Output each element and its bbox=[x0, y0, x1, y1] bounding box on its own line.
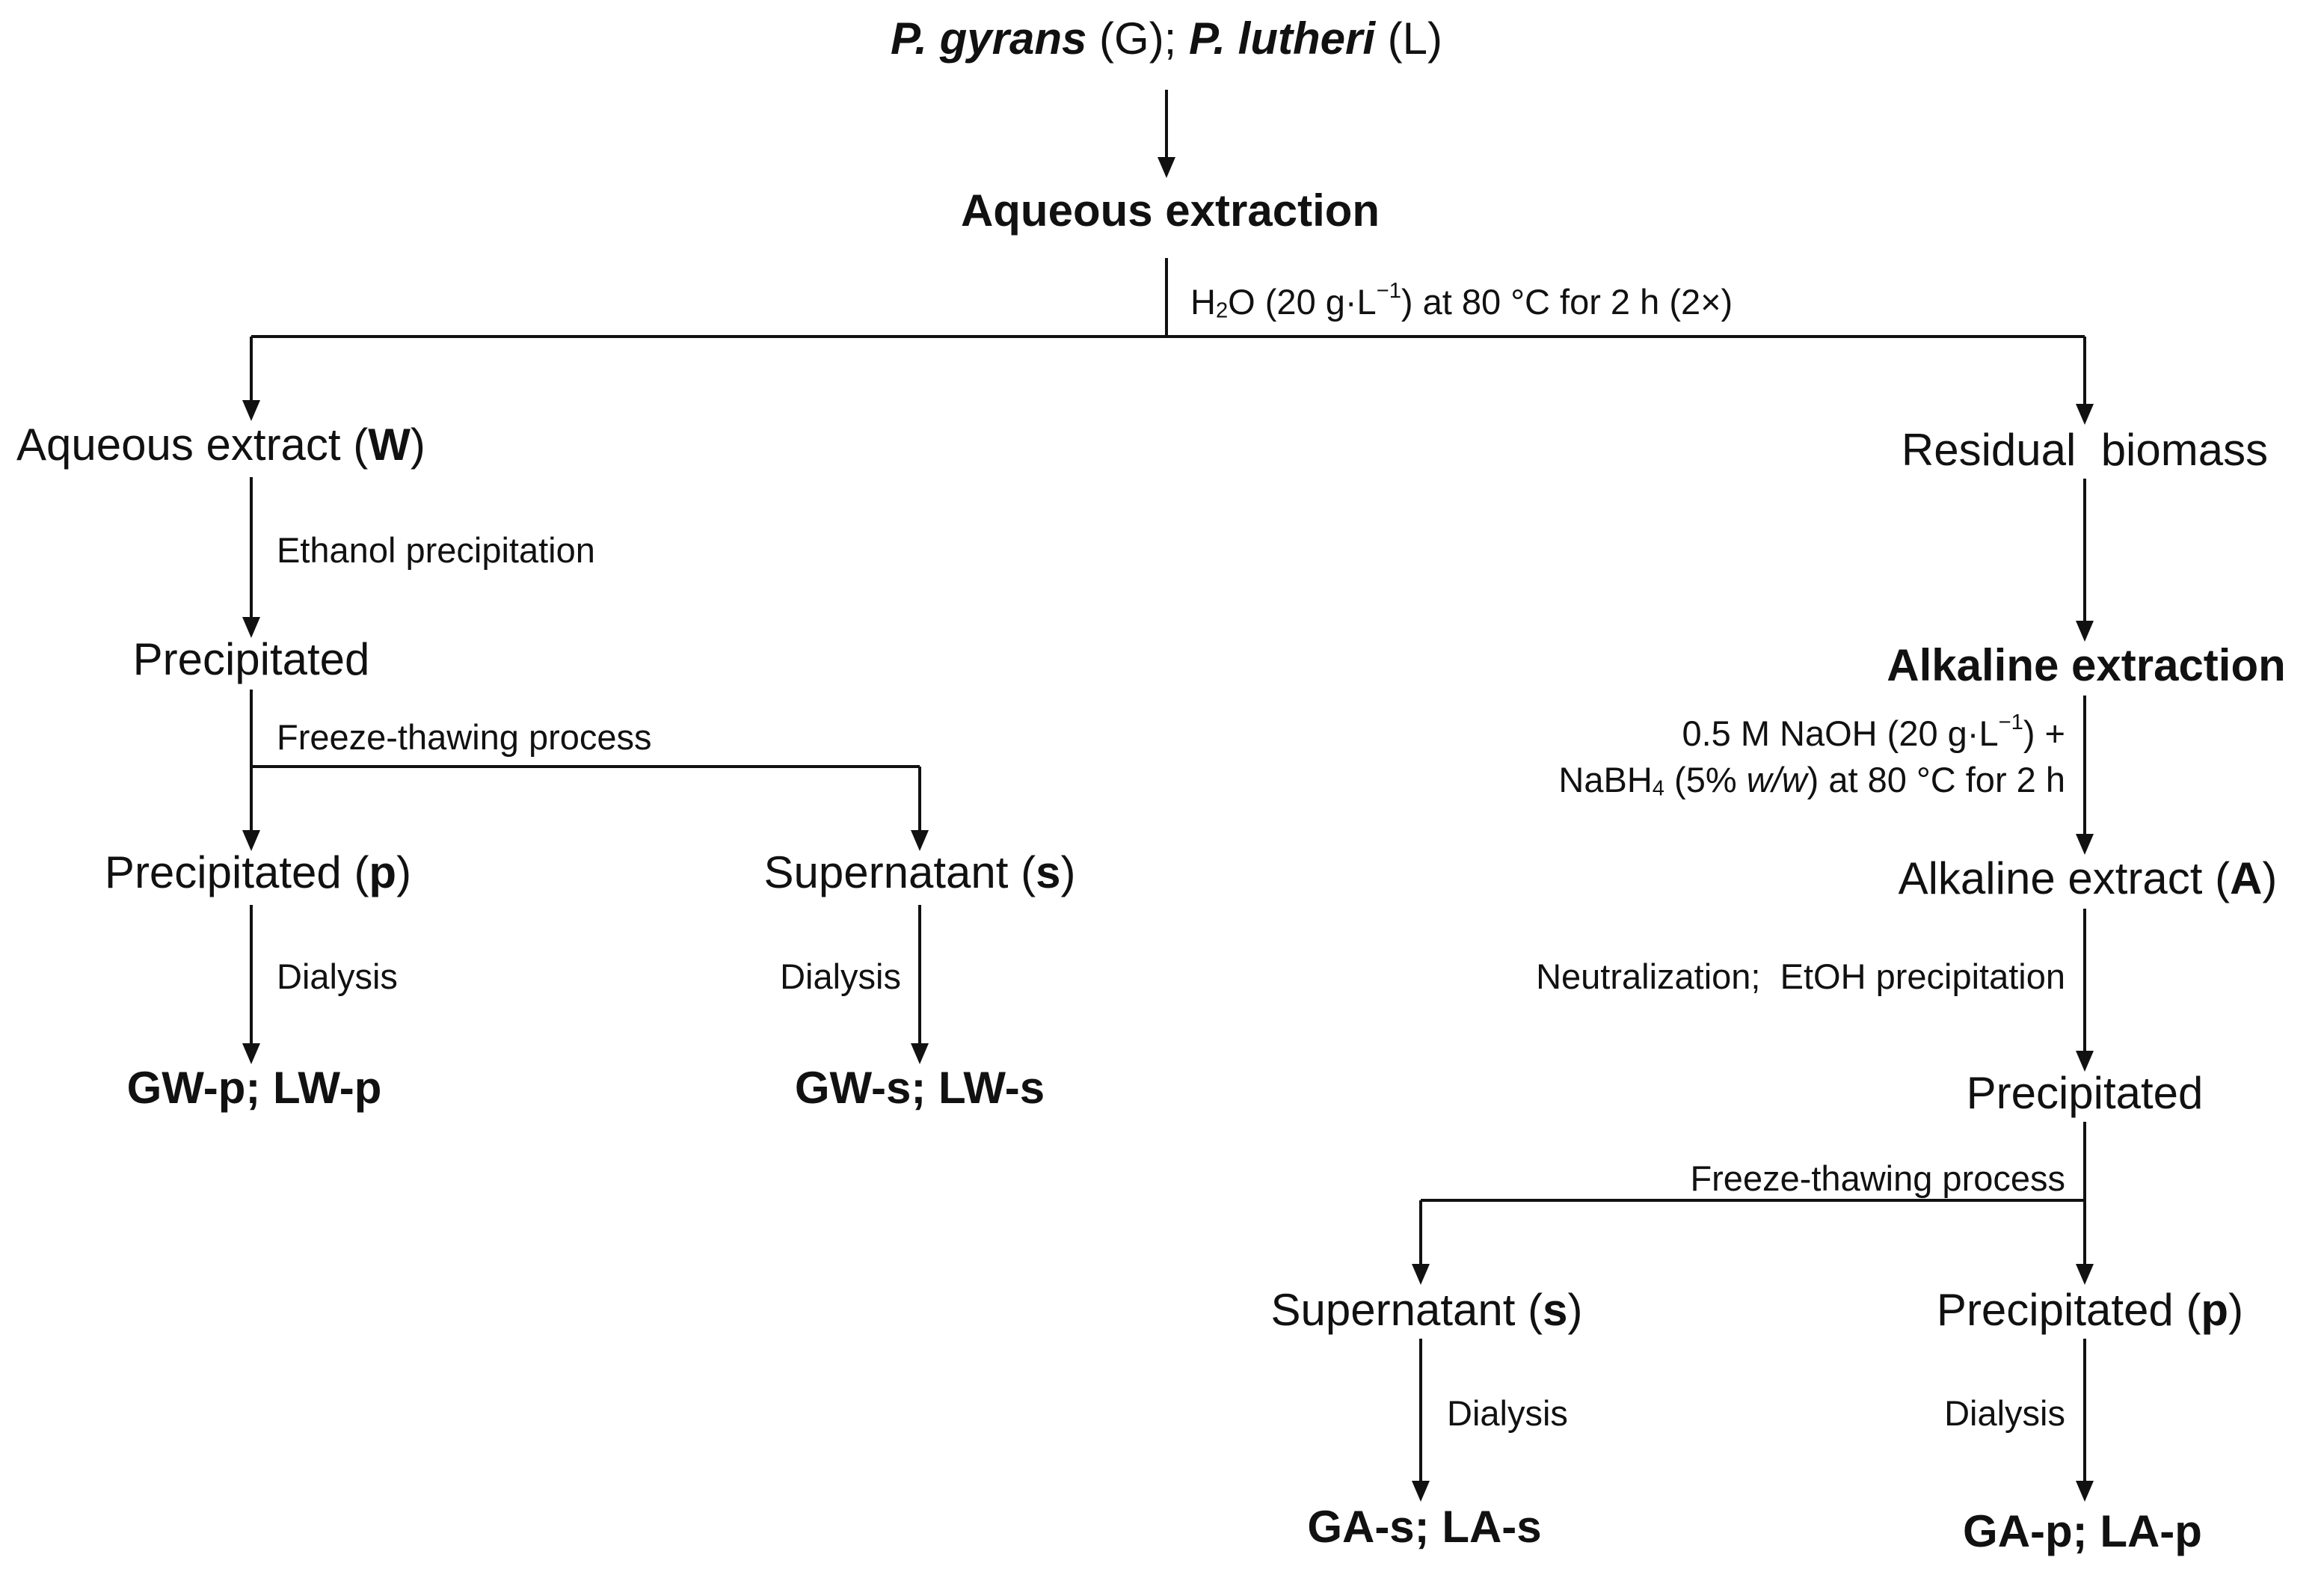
source-organisms: P. gyrans (G); P. lutheri (L) bbox=[890, 13, 1443, 64]
a-precipitated-node: Precipitated (p) bbox=[1936, 1285, 2244, 1335]
neutralization-step: Neutralization; EtOH precipitation bbox=[1536, 957, 2065, 996]
product-ga-p: GA-p; LA-p bbox=[1963, 1506, 2202, 1556]
freeze-thaw-a-step: Freeze-thawing process bbox=[1690, 1158, 2065, 1198]
species-1-name: P. gyrans bbox=[890, 13, 1087, 64]
arrowhead-to-product-gw-p bbox=[242, 1043, 260, 1064]
aqueous-extraction-conditions: H2O (20 g·L−1) at 80 °C for 2 h (2×) bbox=[1190, 279, 1733, 323]
arrowhead-to-precipitated-w bbox=[242, 617, 260, 638]
ethanol-precipitation-step: Ethanol precipitation bbox=[277, 530, 595, 570]
dialysis-step-gw-p: Dialysis bbox=[277, 957, 398, 996]
aqueous-extract-node: Aqueous extract (W) bbox=[16, 420, 425, 470]
precipitated-w-node: Precipitated bbox=[132, 634, 370, 684]
product-gw-p: GW-p; LW-p bbox=[126, 1063, 382, 1113]
arrowhead-to-alkaline-extraction bbox=[2076, 621, 2094, 642]
product-gw-s: GW-s; LW-s bbox=[794, 1063, 1045, 1113]
arrowhead-to-product-gw-s bbox=[911, 1043, 929, 1064]
species-2-name: P. lutheri bbox=[1189, 13, 1375, 64]
alkaline-extraction-label: Alkaline extraction bbox=[1887, 640, 2286, 690]
arrowhead-to-product-ga-s bbox=[1412, 1481, 1430, 1502]
alkaline-extract-code: A bbox=[2230, 853, 2263, 903]
arrowhead-to-alkaline-extract bbox=[2076, 834, 2094, 855]
residual-biomass-node: Residual biomass bbox=[1901, 425, 2269, 475]
w-supernatant-node: Supernatant (s) bbox=[763, 847, 1076, 897]
freeze-thaw-w-step: Freeze-thawing process bbox=[277, 717, 652, 757]
dialysis-step-gw-s: Dialysis bbox=[780, 957, 901, 996]
dialysis-step-ga-s: Dialysis bbox=[1447, 1393, 1568, 1433]
alkaline-extract-node: Alkaline extract (A) bbox=[1898, 853, 2278, 903]
arrowheads bbox=[242, 157, 2094, 1502]
arrowhead-to-product-ga-p bbox=[2076, 1481, 2094, 1502]
arrowhead-to-a-supernatant bbox=[1412, 1264, 1430, 1285]
w-precipitated-node: Precipitated (p) bbox=[104, 847, 412, 897]
species-2-code: L bbox=[1402, 13, 1428, 64]
a-supernatant-node: Supernatant (s) bbox=[1270, 1285, 1583, 1335]
arrowhead-source-to-aqueous bbox=[1158, 157, 1175, 178]
aqueous-extraction-label: Aqueous extraction bbox=[960, 185, 1380, 236]
species-1-code: G bbox=[1114, 13, 1149, 64]
alkaline-extraction-conditions: 0.5 M NaOH (20 g·L−1) + NaBH4 (5% w/w) a… bbox=[1558, 710, 2065, 801]
product-ga-s: GA-s; LA-s bbox=[1307, 1502, 1542, 1552]
arrowhead-to-precipitated-a bbox=[2076, 1051, 2094, 1072]
arrowhead-to-w-precipitated bbox=[242, 830, 260, 851]
aqueous-extract-code: W bbox=[368, 420, 411, 470]
arrowhead-to-a-precipitated bbox=[2076, 1264, 2094, 1285]
arrowhead-to-aqueous-extract bbox=[242, 400, 260, 421]
precipitated-a-node: Precipitated bbox=[1966, 1068, 2204, 1118]
arrowhead-to-residual-biomass bbox=[2076, 404, 2094, 425]
arrowhead-to-w-supernatant bbox=[911, 830, 929, 851]
dialysis-step-ga-p: Dialysis bbox=[1944, 1393, 2065, 1433]
